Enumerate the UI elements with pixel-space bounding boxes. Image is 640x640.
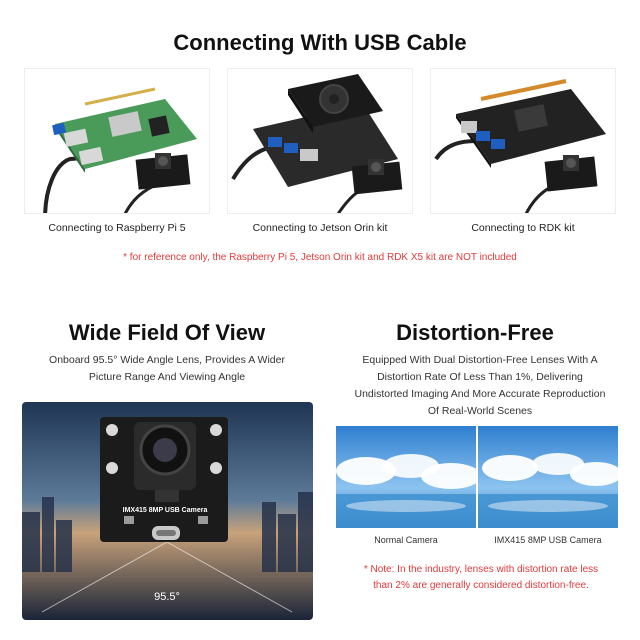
caption-raspberry-pi: Connecting to Raspberry Pi 5 — [48, 222, 186, 234]
sky-sea-image-imx415 — [478, 426, 618, 528]
distortion-desc-line: Equipped With Dual Distortion-Free Lense… — [362, 354, 598, 366]
imx415-camera-caption: IMX415 8MP USB Camera — [494, 535, 602, 545]
normal-camera-caption: Normal Camera — [374, 535, 438, 545]
jetson-orin-illustration — [231, 74, 403, 213]
board-label: IMX415 8MP USB Camera — [123, 507, 208, 514]
wide-fov-description: Onboard 95.5° Wide Angle Lens, Provides … — [22, 352, 312, 386]
wide-fov-title: Wide Field Of View — [68, 320, 266, 345]
card-jetson-orin — [227, 68, 413, 214]
raspberry-pi-illustration — [43, 87, 197, 213]
wide-fov-photo: IMX415 8MP USB Camera 95.5° — [22, 402, 313, 620]
distortion-note-line: than 2% are generally considered distort… — [373, 580, 589, 591]
wide-fov-desc-line: Picture Range And Viewing Angle — [88, 371, 246, 383]
card-rdk — [430, 68, 616, 214]
imx415-camera-photo — [478, 426, 618, 528]
distortion-note-line: * Note: In the industry, lenses with dis… — [363, 564, 599, 575]
distortion-desc-line: Of Real-World Scenes — [427, 405, 533, 417]
distortion-note: * Note: In the industry, lenses with dis… — [336, 562, 626, 594]
distortion-desc-line: Distortion Rate Of Less Than 1%, Deliver… — [377, 371, 583, 383]
fov-angle-label: 95.5° — [154, 591, 180, 603]
rdk-illustration — [434, 79, 606, 213]
distortion-desc-line: Undistorted Imaging And More Accurate Re… — [354, 388, 606, 400]
normal-camera-photo — [336, 426, 476, 528]
wide-fov-desc-line: Onboard 95.5° Wide Angle Lens, Provides … — [49, 354, 285, 366]
page-title: Connecting With USB Cable — [173, 30, 467, 55]
disclaimer-note: * for reference only, the Raspberry Pi 5… — [123, 252, 517, 263]
distortion-free-description: Equipped With Dual Distortion-Free Lense… — [340, 352, 620, 420]
distortion-free-title: Distortion-Free — [396, 320, 554, 345]
sky-sea-image-normal — [336, 426, 476, 528]
card-raspberry-pi — [24, 68, 210, 214]
camera-fov-illustration: IMX415 8MP USB Camera 95.5° — [22, 402, 313, 620]
caption-jetson-orin: Connecting to Jetson Orin kit — [252, 222, 388, 234]
caption-rdk: Connecting to RDK kit — [471, 222, 575, 234]
